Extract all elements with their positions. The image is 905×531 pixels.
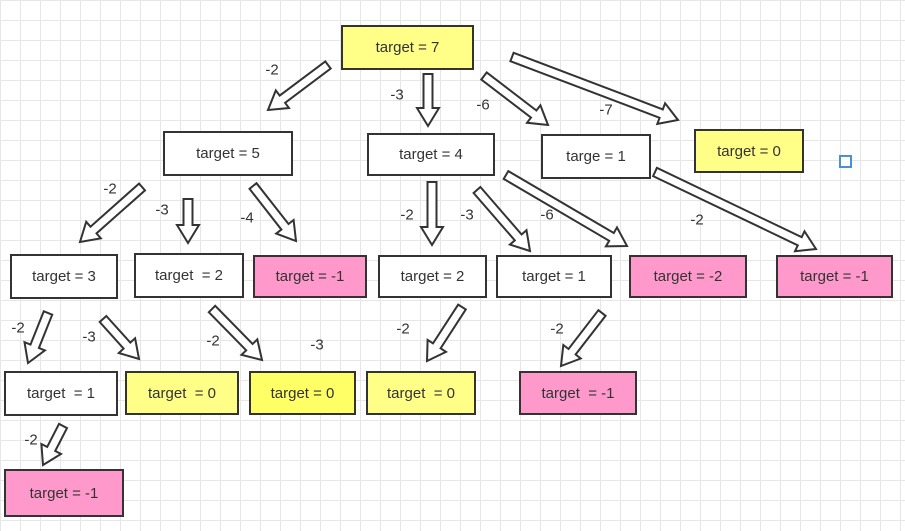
arrow-5-to-neg1 [248,181,298,243]
node-target-1-low[interactable]: target = 1 [4,371,118,416]
node-target-neg1-b[interactable]: target = -1 [776,255,893,298]
edge-label-2b-0: -2 [396,320,410,338]
selection-handle-icon[interactable] [839,155,852,168]
node-target-2-left[interactable]: target = 2 [134,253,244,298]
arrow-1c-to-neg1 [40,422,69,467]
arrow-4-to-2 [419,181,445,247]
arrow-5-to-2 [175,198,201,245]
arrow-1-to-neg1 [651,166,818,253]
node-target-1-mid[interactable]: target = 1 [496,255,612,298]
node-target-neg1-d[interactable]: target = -1 [4,469,124,517]
edge-label-3-1: -2 [11,319,25,337]
edge-label-5-neg1: -4 [240,209,254,227]
arrow-2b-to-0 [425,303,468,363]
node-target-0-b[interactable]: target = 0 [249,371,356,415]
node-target-2-mid[interactable]: target = 2 [378,255,487,298]
node-target-3[interactable]: target = 3 [10,254,118,299]
edge-label-7-0: -7 [599,101,613,119]
edge-label-minus3-floating: -3 [310,336,324,354]
node-target-7[interactable]: target = 7 [341,25,474,70]
edge-label-1-neg1: -2 [690,211,704,229]
edge-label-1b-neg1: -2 [550,320,564,338]
arrow-4-to-neg2 [502,169,629,248]
node-target-0-c[interactable]: target = 0 [366,371,476,415]
arrow-7-to-4 [415,73,441,128]
edge-label-7-5: -2 [265,61,279,79]
arrow-4-to-1 [472,185,532,253]
node-target-5[interactable]: target = 5 [163,131,293,176]
arrow-3-to-1 [23,309,54,365]
node-target-0-top[interactable]: target = 0 [694,129,804,173]
edge-label-4-neg2: -6 [540,206,554,224]
arrow-7-to-1 [479,70,550,127]
edge-label-7-1: -6 [476,96,490,114]
edge-label-4-1: -3 [460,206,474,224]
node-targe-1[interactable]: targe = 1 [541,134,651,179]
arrow-7-to-0 [509,51,680,126]
node-target-neg2[interactable]: target = -2 [629,255,747,298]
arrow-1b-to-neg1 [559,308,608,368]
arrow-2-to-0 [207,304,264,362]
edge-label-1c-neg1: -2 [24,431,38,449]
arrow-5-to-3 [78,182,147,244]
arrow-3-to-0 [98,314,141,361]
node-target-0-a[interactable]: target = 0 [125,371,239,415]
edge-label-7-4: -3 [390,86,404,104]
edge-label-2-0: -2 [206,332,220,350]
node-target-neg1-c[interactable]: target = -1 [519,371,637,415]
edge-label-4-2: -2 [400,206,414,224]
edge-label-5-3: -2 [103,180,117,198]
node-target-neg1-a[interactable]: target = -1 [253,255,367,298]
edge-label-5-2: -3 [155,201,169,219]
node-target-4[interactable]: target = 4 [367,133,495,176]
arrow-7-to-5 [266,60,333,112]
edge-label-3-0: -3 [82,328,96,346]
